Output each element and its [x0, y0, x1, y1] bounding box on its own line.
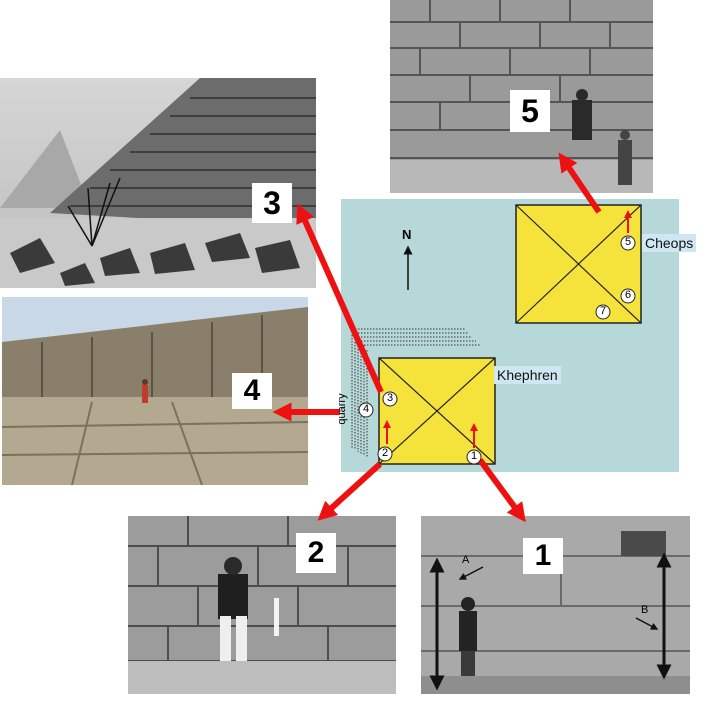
- station-1-label: 1: [470, 450, 478, 462]
- photo-5-cheops-steps: [390, 0, 653, 193]
- station-3-label: 3: [386, 392, 394, 404]
- photo-5-number: 5: [510, 90, 550, 132]
- photo-1-mark-b: B: [641, 604, 649, 616]
- quarry-hatching: [351, 328, 480, 458]
- photo-3-number: 3: [252, 183, 292, 223]
- khephren-label: Khephren: [494, 366, 561, 384]
- quarry-label: quarry: [336, 393, 348, 425]
- photo-4-number: 4: [232, 373, 272, 409]
- photo-2-man-at-blocks: [128, 516, 396, 694]
- station-6-label: 6: [624, 289, 632, 301]
- station-5-label: 5: [624, 236, 632, 248]
- station-7-label: 7: [599, 305, 607, 317]
- cheops-pyramid: [515, 204, 642, 324]
- photo-4-quarry: [2, 297, 308, 485]
- cheops-label: Cheops: [642, 234, 697, 252]
- khephren-pyramid: [378, 357, 496, 465]
- station-4-label: 4: [362, 403, 370, 415]
- station-2-label: 2: [381, 447, 389, 459]
- photo-2-number: 2: [296, 533, 336, 573]
- compass-north-label: N: [402, 227, 412, 242]
- photo-1-number: 1: [523, 538, 563, 574]
- photo-1-mark-a: A: [462, 554, 470, 566]
